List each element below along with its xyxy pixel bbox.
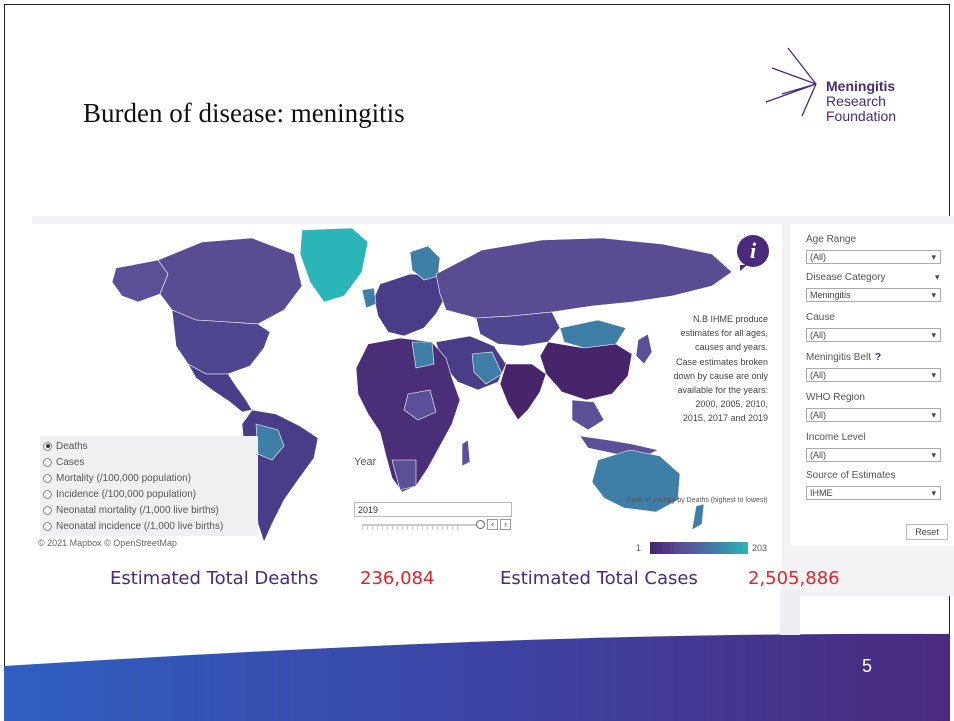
reset-button[interactable]: Reset (906, 524, 948, 540)
filter-select-meningitis-belt[interactable]: (All) (806, 368, 941, 382)
meningitis-research-foundation-logo: Meningitis Research Foundation (764, 46, 914, 123)
help-icon[interactable]: ? (875, 352, 882, 363)
info-icon[interactable]: i (737, 235, 769, 271)
radio-button-icon[interactable] (43, 457, 52, 467)
filter-label-cause: Cause (806, 312, 835, 323)
logo-text-line2: Research (826, 93, 886, 109)
filter-label-meningitis-belt: Meningitis Belt? (806, 352, 881, 363)
filter-label-source-of-estimates: Source of Estimates (806, 470, 896, 481)
filter-label-who-region: WHO Region (806, 392, 865, 403)
radio-button-icon[interactable] (43, 505, 52, 515)
filter-select-cause[interactable]: (All) (806, 328, 941, 342)
legend-color-bar (650, 542, 748, 554)
total-cases-label: Estimated Total Cases (500, 568, 698, 589)
world-choropleth-map[interactable] (32, 224, 782, 556)
page-number: 5 (862, 656, 873, 676)
filter-panel: Age Range (All) Disease Category ▾ Menin… (790, 224, 954, 546)
year-input[interactable] (354, 502, 512, 517)
filter-label-age-range: Age Range (806, 234, 857, 245)
year-prev-button[interactable]: ‹ (487, 519, 498, 530)
total-cases-value: 2,505,886 (748, 568, 840, 589)
radio-deaths[interactable]: Deaths (43, 438, 88, 454)
filter-select-source-of-estimates[interactable]: IHME (806, 486, 941, 500)
radio-button-icon[interactable] (43, 473, 52, 483)
year-next-button[interactable]: › (500, 519, 511, 530)
filter-select-income-level[interactable]: (All) (806, 448, 941, 462)
chevron-right-icon: › (504, 519, 507, 529)
chevron-down-icon[interactable]: ▾ (935, 272, 940, 282)
radio-neonatal-mortality[interactable]: Neonatal mortality (/1,000 live births) (43, 502, 219, 518)
total-deaths-label: Estimated Total Deaths (110, 568, 319, 589)
filter-select-disease-category[interactable]: Meningitis (806, 288, 941, 302)
filter-label-disease-category: Disease Category (806, 272, 886, 283)
radio-label: Cases (56, 456, 85, 468)
legend-min-label: 1 (636, 543, 642, 553)
logo-star-icon (765, 47, 817, 116)
logo-text-line1: Meningitis (826, 78, 896, 94)
radio-cases[interactable]: Cases (43, 454, 84, 470)
chevron-left-icon: ‹ (491, 519, 494, 529)
ihme-note: N.B IHME produce estimates for all ages,… (673, 314, 768, 424)
radio-mortality[interactable]: Mortality (/100,000 population) (43, 470, 191, 486)
tableau-dashboard: i N.B IHME produce estimates for all age… (32, 216, 954, 596)
totals-strip: Estimated Total Deaths 236,084 Estimated… (32, 556, 840, 596)
slider-ticks (362, 526, 462, 530)
map-attribution: © 2021 Mapbox © OpenStreetMap (38, 538, 177, 548)
radio-button-icon[interactable] (43, 441, 52, 451)
slider-handle[interactable] (476, 520, 485, 529)
radio-button-icon[interactable] (43, 489, 52, 499)
radio-neonatal-incidence[interactable]: Neonatal incidence (/1,000 live births) (43, 518, 223, 534)
legend-max-label: 203 (752, 543, 768, 553)
logo-text-line3: Foundation (826, 108, 897, 124)
radio-label: Mortality (/100,000 population) (56, 472, 192, 484)
filter-label-income-level: Income Level (806, 432, 866, 443)
radio-label: Neonatal mortality (/1,000 live births) (56, 504, 219, 516)
year-slider[interactable] (362, 520, 485, 530)
radio-button-icon[interactable] (43, 521, 52, 531)
slide-title: Burden of disease: meningitis (83, 98, 405, 128)
filter-label-text: Meningitis Belt (806, 352, 872, 363)
radio-label: Neonatal incidence (/1,000 live births) (56, 520, 224, 532)
filter-select-who-region[interactable]: (All) (806, 408, 941, 422)
footer-band (4, 590, 950, 721)
total-deaths-value: 236,084 (360, 568, 435, 589)
radio-label: Deaths (56, 440, 88, 452)
legend-title: Rank of country by Deaths (highest to lo… (626, 497, 768, 504)
radio-label: Incidence (/100,000 population) (56, 488, 197, 500)
world-map-panel[interactable]: i N.B IHME produce estimates for all age… (32, 224, 782, 556)
slider-track[interactable] (362, 524, 482, 526)
filter-select-age-range[interactable]: (All) (806, 250, 941, 264)
radio-incidence[interactable]: Incidence (/100,000 population) (43, 486, 196, 502)
year-label: Year (354, 456, 377, 468)
measure-radio-group: Deaths Cases Mortality (/100,000 populat… (40, 436, 258, 536)
